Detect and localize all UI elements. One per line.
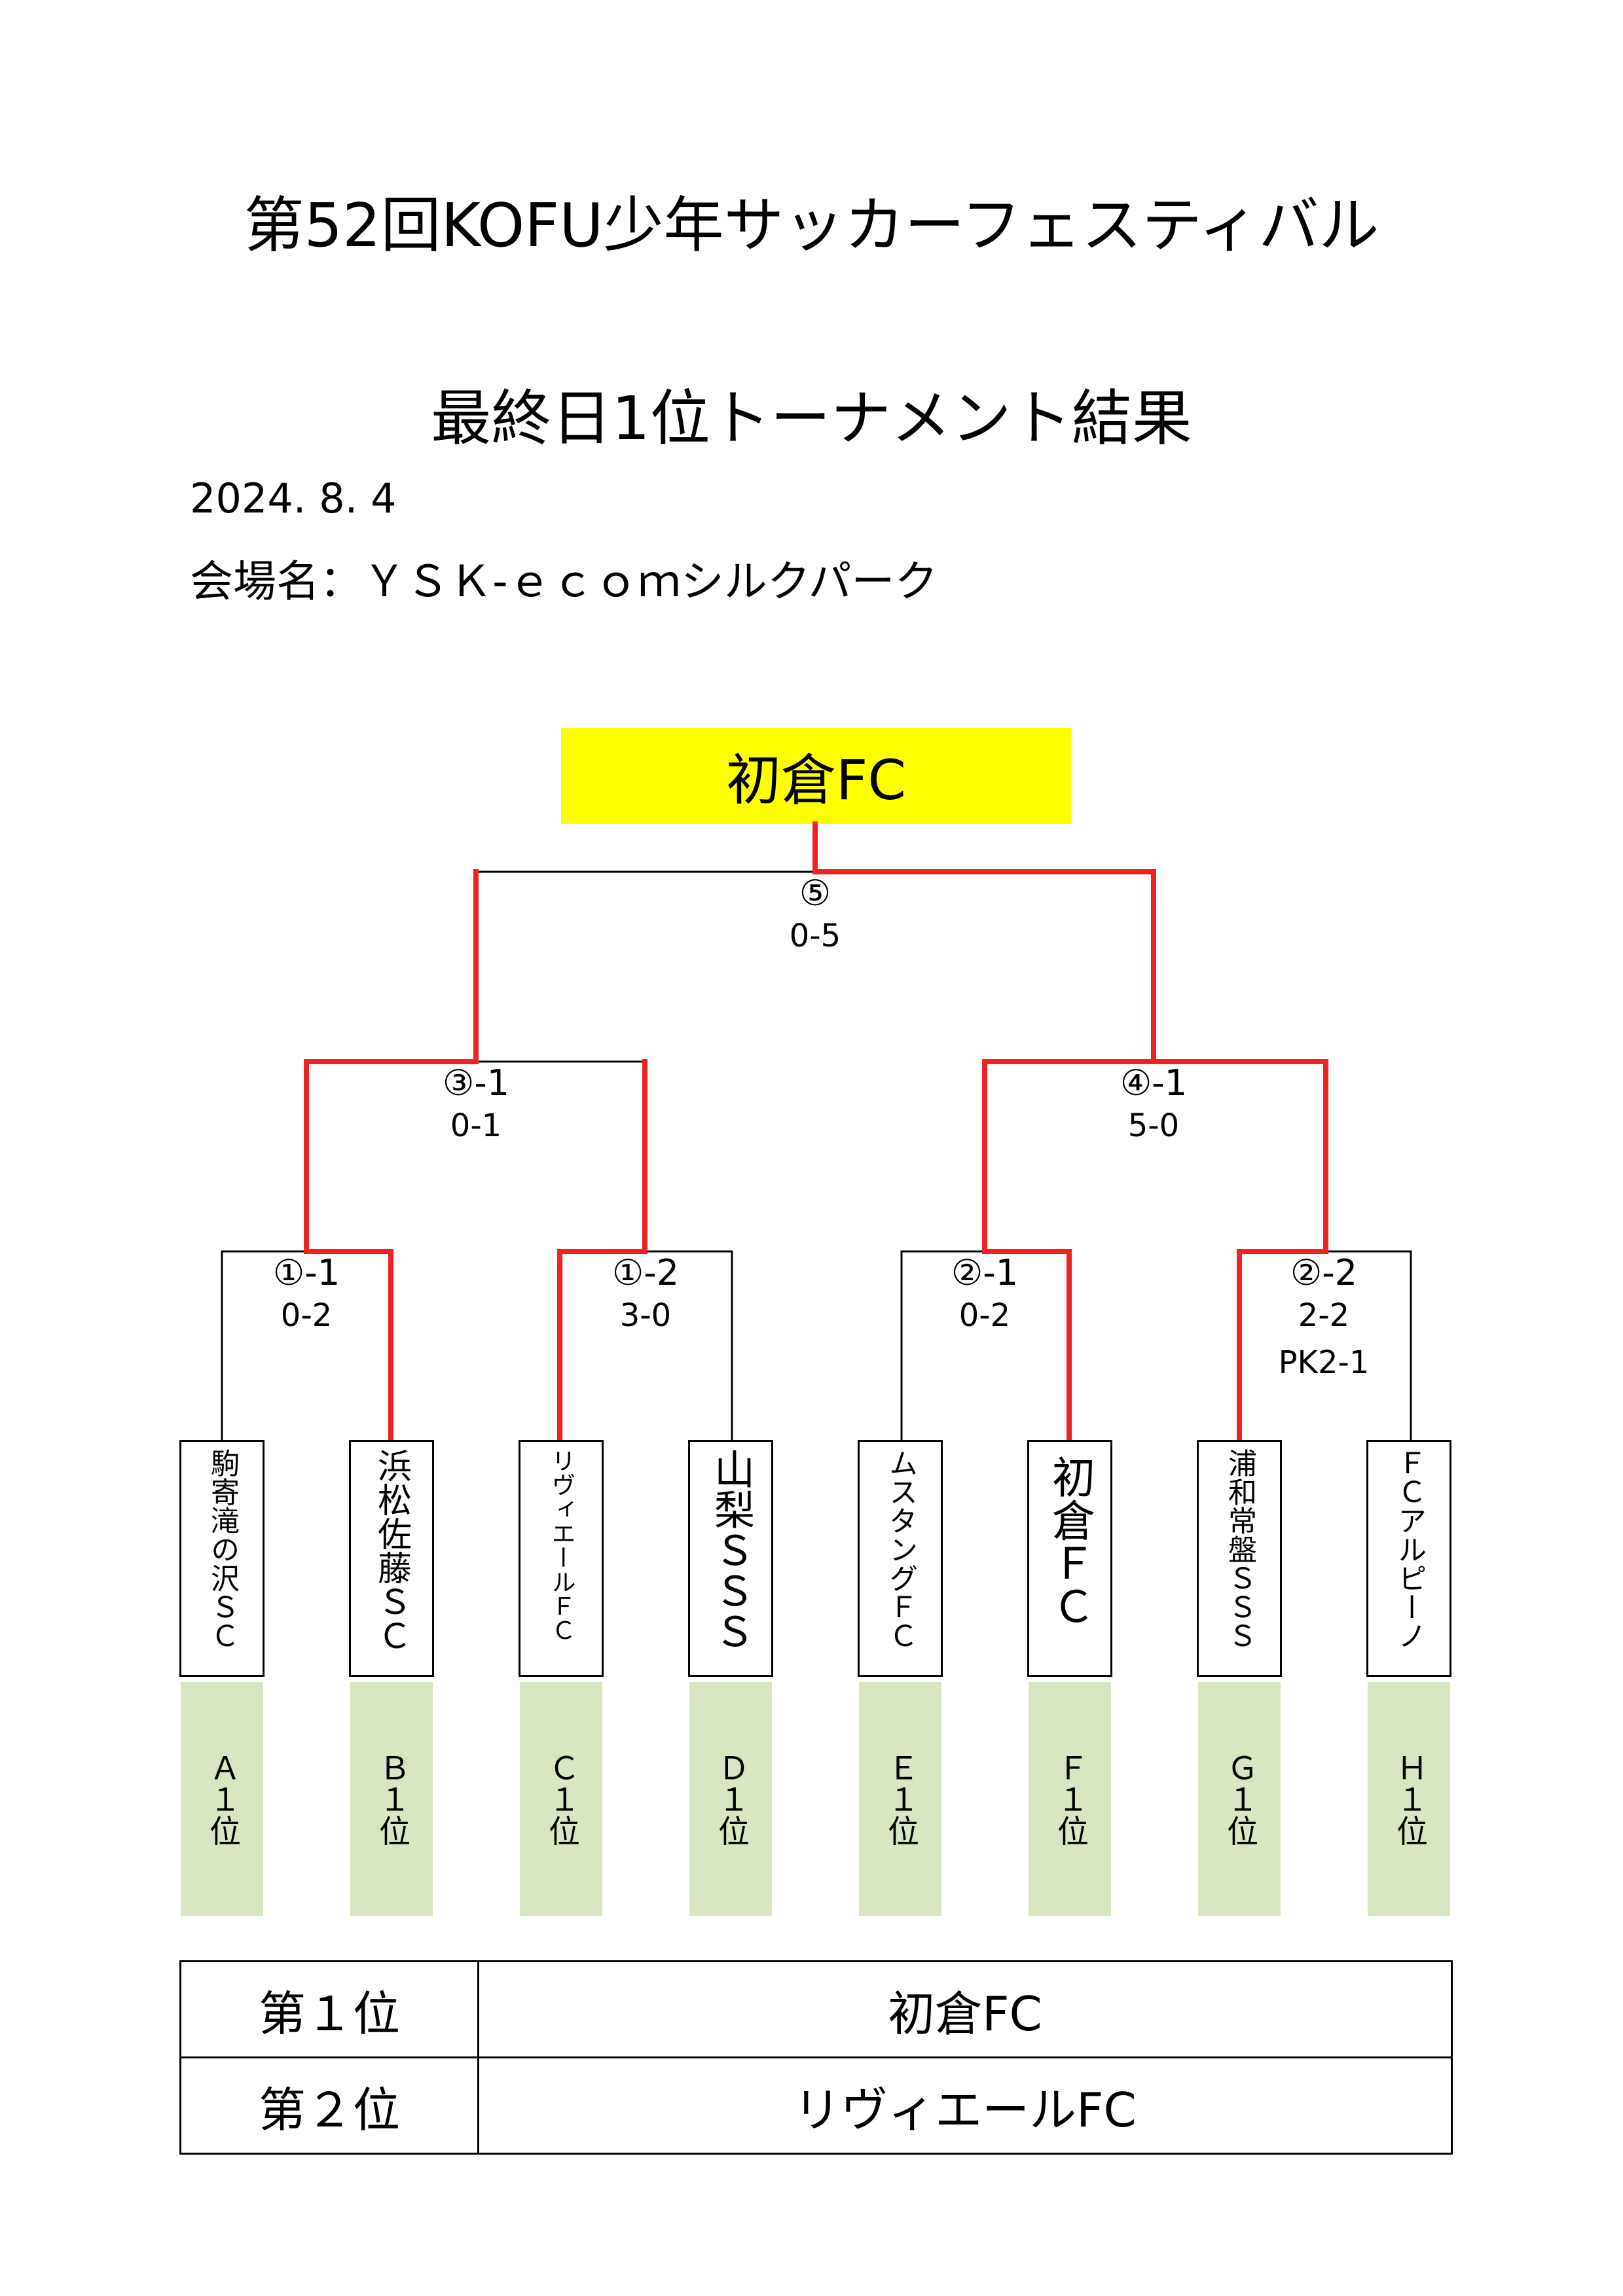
sf1-win-path (557, 1059, 647, 1443)
rank-cell: 第２位 (179, 2056, 479, 2155)
rank-cell: 第１位 (179, 1960, 479, 2058)
team-name: 初倉ＦＣ (1045, 1455, 1095, 1628)
match-number: ②-1 (951, 1252, 1019, 1293)
match-score: 0-2 (280, 1297, 333, 1334)
match-sf1: ③-1 0-1 (378, 1062, 574, 1144)
match-sf2: ④-1 5-0 (1055, 1062, 1252, 1144)
match-qf3: ②-1 0-2 (886, 1252, 1083, 1334)
team-box: 初倉ＦＣ (1027, 1440, 1112, 1677)
sf1-left-path (304, 1059, 479, 1443)
final-win-path (812, 821, 1156, 1064)
team-box: ムスタングＦＣ (858, 1440, 943, 1677)
seed-box: Ｆ１位 (1029, 1682, 1111, 1916)
seed-label: Ｇ１位 (1221, 1751, 1258, 1846)
match-number: ③-1 (442, 1062, 510, 1103)
champion-name: 初倉FC (726, 748, 906, 812)
venue-name: 会場名：ＹＳＫ-ｅｃｏｍシルクパーク (190, 556, 938, 607)
seed-label: Ａ１位 (204, 1751, 240, 1846)
seed-box: Ａ１位 (181, 1682, 263, 1916)
team-name: 山梨ＳＳＳ (707, 1448, 755, 1651)
team-name: ムスタングＦＣ (884, 1448, 917, 1650)
match-qf1: ①-1 0-2 (208, 1252, 405, 1334)
team-name: 駒寄滝の沢ＳＣ (206, 1448, 239, 1650)
champion-box: 初倉FC (561, 728, 1071, 824)
match-number: ①-2 (611, 1252, 680, 1293)
team-box: 駒寄滝の沢ＳＣ (179, 1440, 264, 1677)
table-row: 第１位 初倉FC (179, 1960, 1453, 2058)
match-score: 3-0 (619, 1297, 672, 1334)
team-box: 浦和常盤ＳＳＳ (1197, 1440, 1282, 1677)
match-score: 0-2 (958, 1297, 1011, 1334)
seed-box: Ｄ１位 (689, 1682, 772, 1916)
team-box: リヴィエールＦＣ (519, 1440, 604, 1677)
match-number: ①-1 (272, 1252, 340, 1293)
match-score: 5-0 (1127, 1107, 1180, 1144)
page-subtitle: 最終日1位トーナメント結果 (431, 384, 1192, 454)
match-pk: PK2-1 (1278, 1344, 1370, 1381)
match-number: ⑤ (799, 872, 831, 914)
seed-box: Ｂ１位 (350, 1682, 433, 1916)
team-name: 浜松佐藤ＳＣ (371, 1448, 411, 1653)
match-final: ⑤ 0-5 (717, 876, 913, 952)
seed-label: Ｂ１位 (373, 1751, 410, 1846)
team-cell: 初倉FC (477, 1960, 1453, 2058)
event-date: 2024. 8. 4 (190, 475, 397, 522)
seed-label: Ｃ１位 (543, 1751, 579, 1846)
match-number: ④-1 (1120, 1062, 1188, 1103)
team-name: ＦＣアルピーノ (1393, 1448, 1426, 1650)
team-box: 山梨ＳＳＳ (688, 1440, 773, 1677)
results-table: 第１位 初倉FC 第２位 リヴィエールFC (179, 1960, 1453, 2155)
seed-box: Ｃ１位 (520, 1682, 602, 1916)
sf2-right-path (1151, 1059, 1328, 1443)
seed-label: Ｆ１位 (1051, 1751, 1088, 1846)
match-qf2: ①-2 3-0 (547, 1252, 744, 1334)
team-name: リヴィエールＦＣ (547, 1448, 575, 1642)
seed-label: Ｈ１位 (1391, 1751, 1427, 1846)
match-number: ②-2 (1290, 1252, 1358, 1293)
match-score: 0-5 (789, 918, 841, 954)
qf3-left (900, 1250, 986, 1441)
match-score: 0-1 (450, 1107, 502, 1144)
team-box: ＦＣアルピーノ (1366, 1440, 1451, 1677)
seed-label: Ｅ１位 (882, 1751, 919, 1846)
sf2-left-path (982, 1059, 1156, 1443)
team-cell: リヴィエールFC (477, 2056, 1453, 2155)
match-qf4: ②-2 2-2 PK2-1 (1226, 1252, 1422, 1381)
team-box: 浜松佐藤ＳＣ (349, 1440, 434, 1677)
page-title: 第52回KOFU少年サッカーフェスティバル (244, 190, 1379, 260)
seed-label: Ｄ１位 (712, 1751, 749, 1846)
seed-box: Ｇ１位 (1198, 1682, 1281, 1916)
team-name: 浦和常盤ＳＳＳ (1223, 1448, 1256, 1650)
table-row: 第２位 リヴィエールFC (179, 2056, 1453, 2155)
seed-box: Ｅ１位 (859, 1682, 941, 1916)
seed-box: Ｈ１位 (1368, 1682, 1450, 1916)
match-score: 2-2 (1298, 1297, 1350, 1334)
